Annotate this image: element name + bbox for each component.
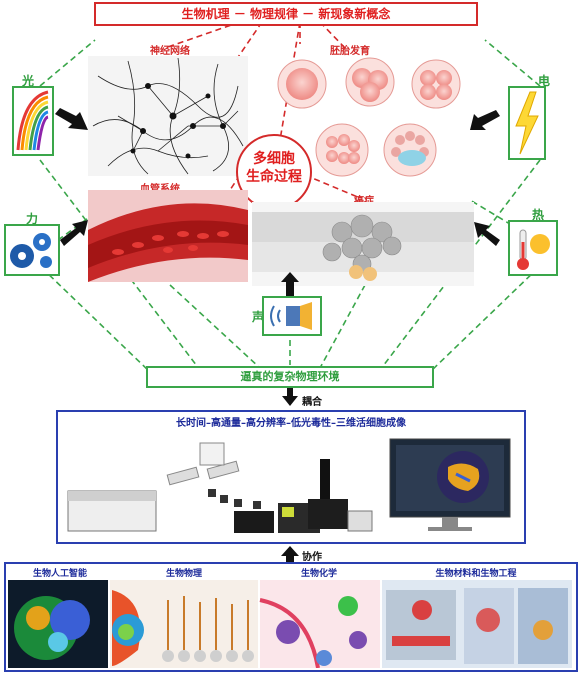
embryo-label: 胚胎发育 (330, 46, 370, 57)
coupling-label: 耦合 (302, 397, 322, 408)
imaging-box: 长时间–高通量–高分辨率–低光毒性–三维活细胞成像 (56, 410, 526, 544)
lightning-icon (515, 91, 539, 155)
neural-network-image (88, 56, 248, 176)
thermometer-sun-icon (517, 229, 550, 270)
arrow-sound (281, 272, 299, 296)
field-ai-label: 生物人工智能 (32, 569, 87, 579)
gears-icon (10, 233, 52, 268)
field-biomaterials-label: 生物材料和生物工程 (435, 569, 517, 579)
electric-box (508, 86, 546, 160)
center-line1: 多细胞 (253, 151, 295, 167)
field-biophysics-label: 生物物理 (165, 569, 202, 579)
arrow-electric (470, 110, 500, 130)
light-label: 光 (22, 74, 35, 88)
collab-label: 协作 (302, 552, 322, 563)
collab-arrow (281, 546, 299, 564)
vascular-label: 血管系统 (140, 184, 180, 195)
heat-box (508, 220, 558, 276)
vascular-system-image (88, 190, 248, 282)
embryo-development-image (277, 57, 461, 177)
cancer-label: 癌症 (354, 196, 374, 207)
fields-box: 生物人工智能 生物物理 生物化学 生物材料和生物工程 (4, 562, 578, 672)
top-title: 生物机理 － 物理规律 － 新现象新概念 (181, 7, 391, 21)
light-box (12, 86, 54, 156)
top-title-box: 生物机理 － 物理规律 － 新现象新概念 (94, 2, 478, 26)
electric-label: 电 (538, 74, 551, 88)
rainbow-icon (16, 90, 49, 151)
environment-box: 逼真的复杂物理环境 (146, 366, 434, 388)
imaging-title: 长时间–高通量–高分辨率–低光毒性–三维活细胞成像 (176, 418, 406, 429)
arrow-light (55, 108, 88, 130)
neural-label: 神经网络 (150, 46, 190, 57)
environment-label: 逼真的复杂物理环境 (240, 370, 340, 383)
cancer-image (252, 202, 474, 286)
sound-label: 声 (252, 310, 265, 324)
center-line2: 生命过程 (246, 169, 302, 185)
heat-label: 热 (532, 208, 545, 222)
sound-box (262, 296, 322, 336)
arrow-heat (474, 222, 500, 246)
force-label: 力 (26, 212, 39, 226)
force-box (4, 224, 60, 276)
field-biochemistry-label: 生物化学 (300, 569, 337, 579)
arrow-force (60, 220, 88, 246)
speaker-icon (270, 302, 312, 330)
fields-images (8, 580, 572, 668)
imaging-equipment-image (67, 438, 511, 533)
